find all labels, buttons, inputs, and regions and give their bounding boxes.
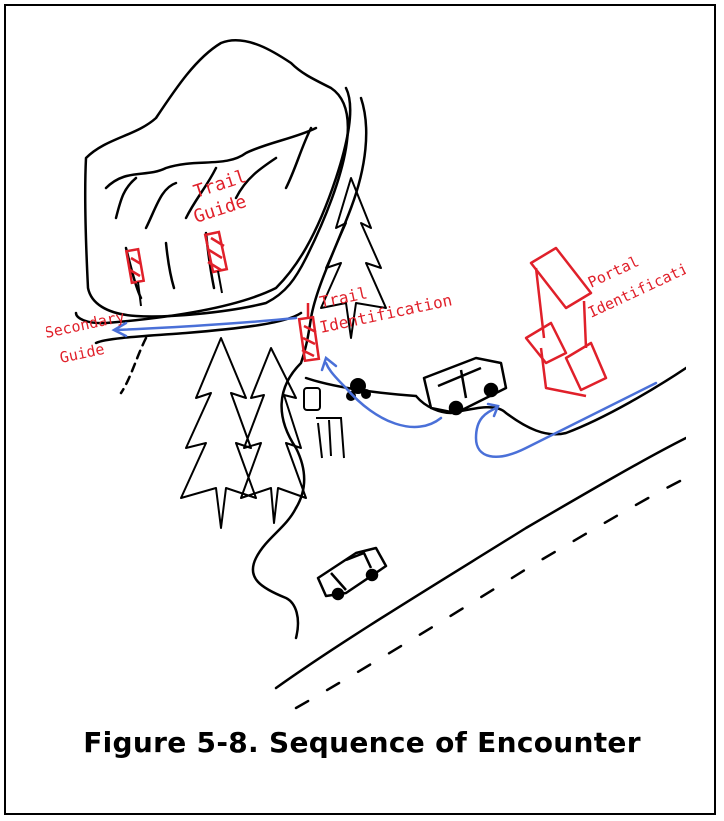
route-arrows [114,318,656,457]
trail-identification-label-line1: Trail [318,283,369,312]
figure-frame: Trail Guide Secondary Guide Trail Identi… [4,4,716,815]
trailhead-amenities [304,379,370,458]
figure-caption: Figure 5-8. Sequence of Encounter [6,726,718,759]
trees [181,178,386,528]
secondary-guide-label-line1: Secondary [46,307,126,342]
secondary-guide-label-line2: Guide [58,340,106,367]
trail-guide-sign [126,232,226,306]
trailhead-sketch: Trail Guide Secondary Guide Trail Identi… [46,18,686,718]
vehicle-pickup-truck [318,548,386,599]
